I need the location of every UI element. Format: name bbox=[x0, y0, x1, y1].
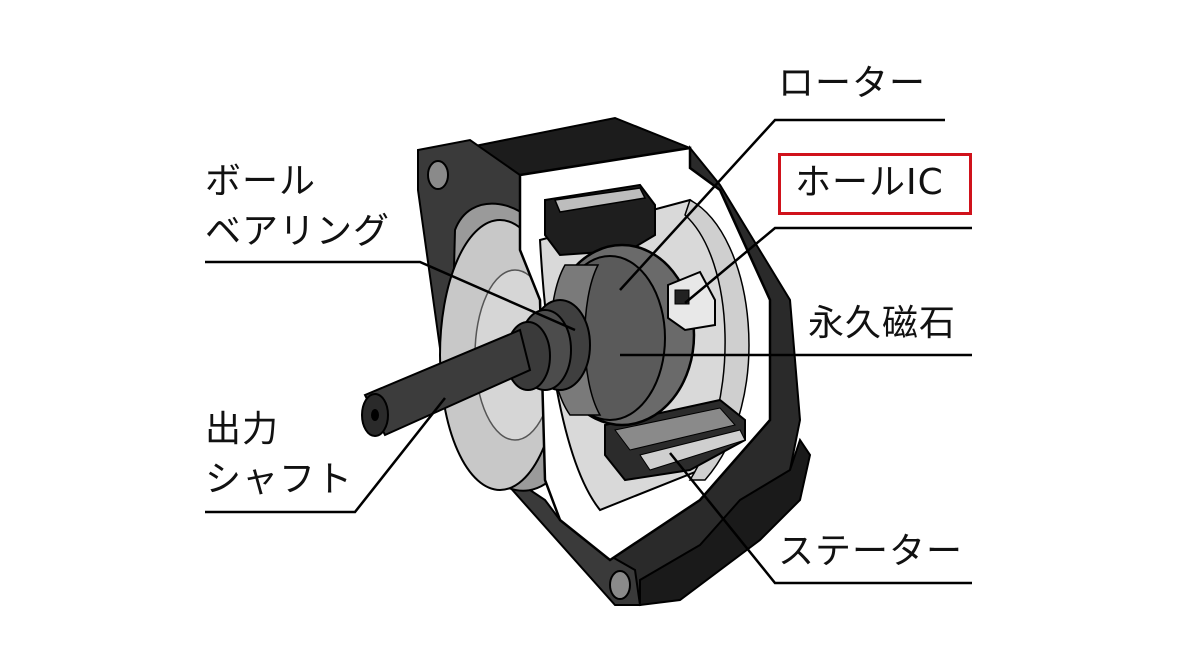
label-ball-bearing-line1: ボール bbox=[205, 161, 317, 202]
label-rotor: ローター bbox=[778, 63, 927, 104]
label-output-shaft-line1: 出力 bbox=[205, 409, 280, 450]
label-hall-ic: ホールIC bbox=[795, 162, 944, 203]
label-ball-bearing-line2: ベアリング bbox=[205, 211, 391, 252]
leader-lines bbox=[205, 118, 972, 585]
leader-line-hall-ic bbox=[684, 226, 972, 304]
output-shaft-assembly bbox=[361, 299, 591, 437]
leader-line-stator bbox=[669, 452, 972, 585]
stator-windings bbox=[544, 183, 746, 482]
leader-line-shaft bbox=[205, 397, 446, 514]
label-output-shaft-line2: シャフト bbox=[205, 459, 354, 500]
label-stator: ステーター bbox=[778, 531, 964, 572]
leader-line-bearing bbox=[205, 260, 576, 332]
hall-ic-highlight-box bbox=[778, 153, 972, 215]
label-permanent-magnet: 永久磁石 bbox=[808, 303, 957, 344]
leader-line-rotor bbox=[619, 118, 945, 291]
